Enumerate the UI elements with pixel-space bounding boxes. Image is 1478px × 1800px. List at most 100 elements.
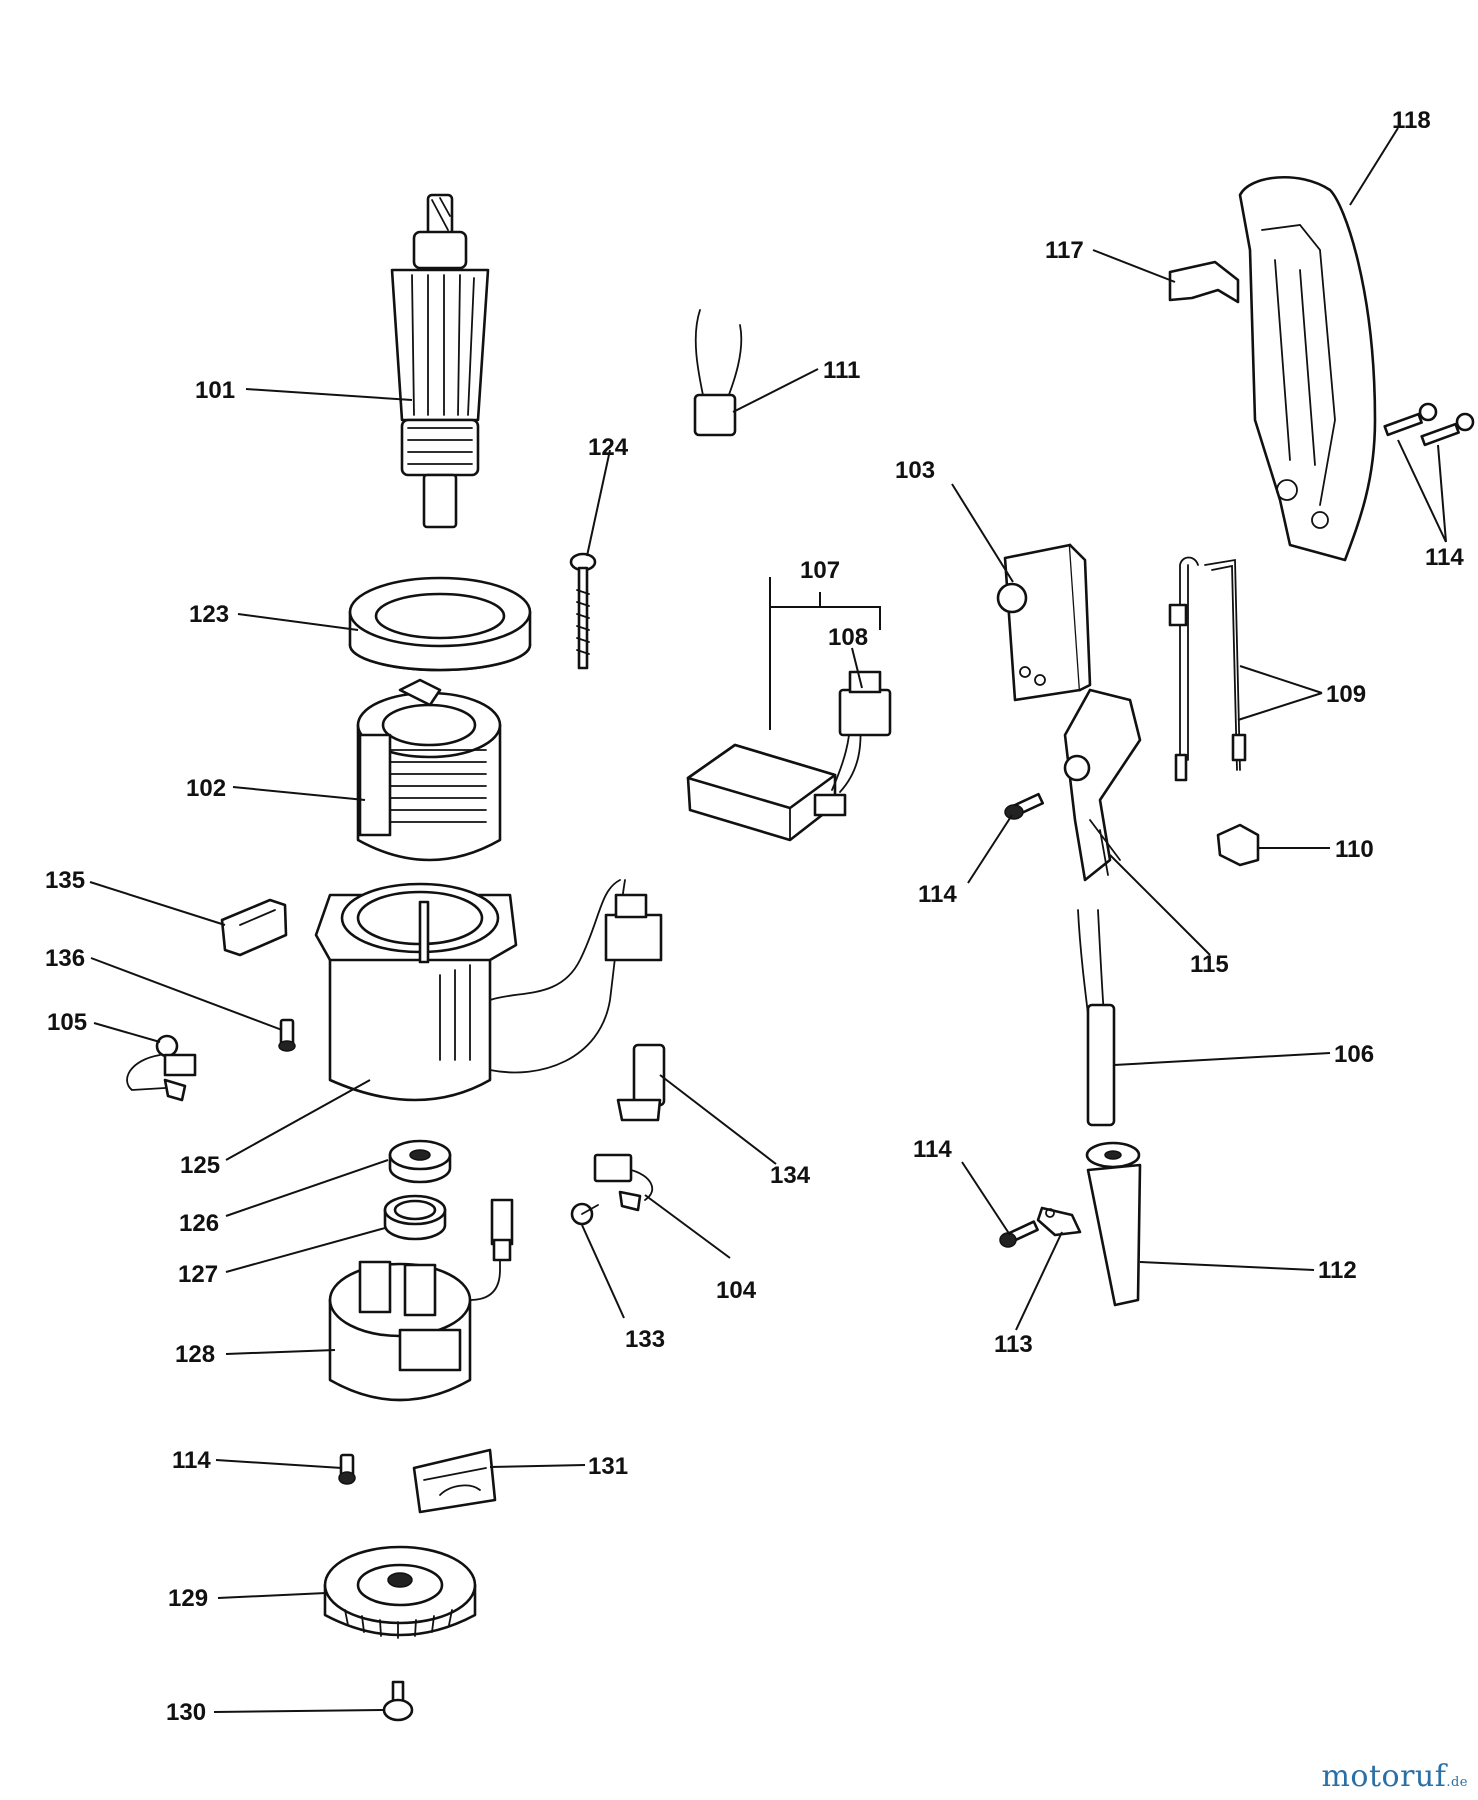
- label-104: 104: [716, 1277, 757, 1304]
- part-111-suppressor: [693, 309, 743, 437]
- leader-114-mid: [967, 814, 1013, 884]
- leader-lines: [89, 127, 1447, 1713]
- leader-101: [245, 388, 413, 401]
- label-117: 117: [1045, 237, 1084, 264]
- label-103: 103: [895, 457, 935, 484]
- label-133: 133: [625, 1326, 665, 1353]
- leader-112: [1139, 1261, 1315, 1271]
- part-110-clip: [1216, 823, 1260, 867]
- part-129-fan: [323, 1545, 477, 1639]
- watermark-domain: .de: [1446, 1775, 1468, 1790]
- watermark-text: motoruf: [1321, 1759, 1447, 1794]
- part-135-clip: [220, 898, 288, 957]
- leader-124: [586, 449, 611, 557]
- part-125-motor-housing: [314, 879, 663, 1102]
- part-101-armature: [390, 193, 490, 529]
- part-labels: 118 117 111 101 124 103 114 107 123 108 …: [45, 107, 1464, 1726]
- part-128-brush-housing: [328, 1198, 514, 1402]
- label-129: 129: [168, 1585, 208, 1612]
- leader-111: [732, 368, 819, 413]
- leader-130: [213, 1709, 385, 1713]
- leader-123: [237, 613, 359, 631]
- part-127-seal-ring: [383, 1194, 447, 1241]
- part-133-spring: [570, 1202, 599, 1226]
- part-117-clip: [1168, 260, 1240, 304]
- leader-128: [225, 1349, 336, 1355]
- label-114-clamp: 114: [913, 1136, 952, 1163]
- label-128: 128: [175, 1341, 215, 1368]
- part-107-electronic-module: [686, 670, 892, 842]
- label-101: 101: [195, 377, 235, 404]
- leader-108: [851, 647, 863, 689]
- part-124-long-screw: [569, 552, 597, 670]
- label-124: 124: [588, 434, 629, 461]
- part-130-fan-screw: [382, 1680, 414, 1722]
- leader-105: [93, 1022, 161, 1043]
- label-131: 131: [588, 1453, 628, 1480]
- label-110: 110: [1335, 836, 1374, 863]
- label-115: 115: [1190, 951, 1229, 978]
- leader-125: [225, 1079, 371, 1161]
- part-102-field-stator: [356, 678, 502, 862]
- leader-114-lower: [215, 1459, 343, 1469]
- label-126: 126: [179, 1210, 219, 1237]
- leader-126: [225, 1159, 389, 1217]
- label-114-lower: 114: [172, 1447, 211, 1474]
- label-123: 123: [189, 601, 229, 628]
- label-114-mid: 114: [918, 881, 957, 908]
- leader-134: [659, 1074, 777, 1165]
- leader-103: [951, 483, 1014, 583]
- leader-136: [90, 957, 283, 1031]
- leader-114-handle: [1397, 439, 1447, 543]
- leader-127: [225, 1227, 386, 1273]
- part-114-screw-mid: [1004, 792, 1045, 820]
- part-106-mains-cable: [1077, 909, 1116, 1127]
- label-130: 130: [166, 1699, 206, 1726]
- label-108: 108: [828, 624, 868, 651]
- part-114-screw-lower: [338, 1453, 356, 1485]
- leader-133: [581, 1224, 625, 1319]
- part-114-screws-handle: [1383, 402, 1475, 447]
- label-135: 135: [45, 867, 85, 894]
- part-104-carbon-brush: [593, 1153, 654, 1212]
- leader-131: [489, 1464, 586, 1468]
- part-114-screw-clamp: [999, 1220, 1039, 1248]
- label-136: 136: [45, 945, 85, 972]
- leader-118: [1349, 127, 1399, 206]
- part-131-brush-plate: [412, 1448, 497, 1514]
- part-136-screw: [278, 1018, 296, 1052]
- part-115-switch-holder: [1063, 688, 1142, 882]
- leader-107: [769, 577, 881, 730]
- label-114-handle: 114: [1425, 544, 1464, 571]
- part-123-baffle-ring: [348, 576, 532, 672]
- part-103-switch: [996, 543, 1092, 702]
- leader-109: [1237, 665, 1323, 721]
- label-112: 112: [1318, 1257, 1357, 1284]
- leader-117: [1092, 249, 1176, 283]
- label-118: 118: [1392, 107, 1431, 134]
- part-109-leads: [1168, 556, 1247, 782]
- leader-104: [644, 1194, 731, 1259]
- leader-113: [1015, 1231, 1063, 1331]
- part-134-brush-holder: [616, 1043, 666, 1122]
- label-105: 105: [47, 1009, 87, 1036]
- label-107: 107: [800, 557, 840, 584]
- leader-102: [232, 786, 366, 801]
- part-105-brush-lead: [126, 1034, 197, 1102]
- label-113: 113: [994, 1331, 1033, 1358]
- label-111: 111: [823, 357, 860, 384]
- leader-115: [1109, 854, 1211, 956]
- leader-129: [217, 1592, 327, 1599]
- part-118-handle: [1238, 175, 1377, 562]
- part-112-cable-sleeve: [1085, 1141, 1142, 1307]
- label-134: 134: [770, 1162, 811, 1189]
- watermark-logo: motoruf.de: [1321, 1759, 1468, 1794]
- part-113-cable-clamp: [1036, 1206, 1082, 1237]
- leader-135: [89, 881, 226, 926]
- label-127: 127: [178, 1261, 218, 1288]
- leader-114-clamp: [961, 1161, 1011, 1236]
- label-102: 102: [186, 775, 226, 802]
- leader-106: [1113, 1052, 1331, 1066]
- label-106: 106: [1334, 1041, 1374, 1068]
